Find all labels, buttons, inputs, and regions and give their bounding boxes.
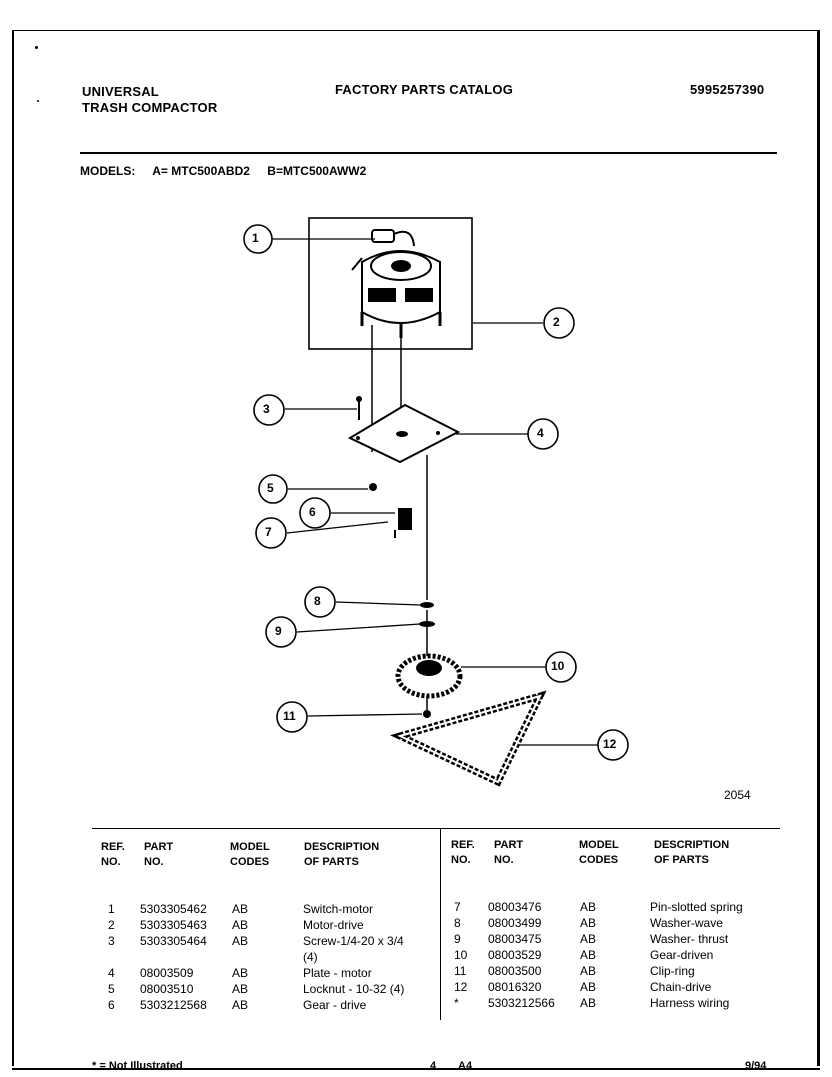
scan-speck	[37, 100, 39, 102]
cell-ref: 12	[454, 980, 468, 994]
exploded-parts-diagram	[243, 217, 629, 787]
header-ref-right: REF.NO.	[451, 839, 475, 866]
cell-part: 08003509	[140, 966, 194, 980]
page-number: 4	[430, 1060, 437, 1072]
revision-date: 9/94	[745, 1060, 767, 1072]
cell-ref: 6	[108, 998, 115, 1012]
cell-part: 08003476	[488, 900, 542, 914]
cell-code: AB	[580, 996, 597, 1010]
page-frame	[12, 30, 820, 1066]
cell-ref: 8	[454, 916, 461, 930]
cell-code: AB	[232, 902, 249, 916]
table-divider	[440, 828, 441, 1020]
cell-desc: Chain-drive	[650, 980, 712, 994]
callout-1: 1	[252, 231, 259, 245]
model-a: A= MTC500ABD2	[152, 164, 250, 178]
catalog-title: FACTORY PARTS CATALOG	[335, 82, 514, 97]
cell-code: AB	[232, 934, 249, 948]
cell-desc: Pin-slotted spring	[650, 900, 743, 914]
callout-2: 2	[553, 315, 560, 329]
cell-ref: 11	[454, 964, 467, 978]
models-line: MODELS: A= MTC500ABD2 B=MTC500AWW2	[80, 164, 380, 178]
cell-part: 08003529	[488, 948, 542, 962]
callout-8: 8	[314, 594, 321, 608]
cell-part: 5303305464	[140, 934, 207, 948]
brand-line-1: UNIVERSAL	[82, 84, 159, 99]
cell-part: 08016320	[488, 980, 542, 994]
footnote: * = Not Illustrated	[92, 1060, 183, 1072]
cell-code: AB	[580, 900, 597, 914]
section-code: A4	[458, 1060, 473, 1072]
brand-line-2: TRASH COMPACTOR	[82, 100, 218, 115]
cell-part: 08003475	[488, 932, 542, 946]
cell-desc: Switch-motor	[303, 902, 374, 916]
callout-4: 4	[537, 426, 544, 440]
cell-ref: 4	[108, 966, 115, 980]
cell-part: 5303212566	[488, 996, 555, 1010]
cell-code: AB	[232, 982, 249, 996]
cell-desc: Clip-ring	[650, 964, 695, 978]
callout-7: 7	[265, 525, 272, 539]
drive-gear-drawing	[398, 508, 412, 530]
cell-desc: Plate - motor	[303, 966, 372, 980]
cell-part: 08003499	[488, 916, 542, 930]
cell-code: AB	[580, 916, 597, 930]
motor-assembly-box	[308, 217, 473, 350]
motor-drawing	[351, 229, 442, 338]
callout-5: 5	[267, 481, 274, 495]
cell-code: AB	[232, 998, 249, 1012]
callout-10: 10	[551, 659, 565, 673]
cell-desc: Motor-drive	[303, 918, 364, 932]
cell-ref: 3	[108, 934, 115, 948]
figure-number: 2054	[724, 788, 751, 802]
cell-part: 08003500	[488, 964, 542, 978]
cell-code: AB	[580, 948, 597, 962]
cell-part: 08003510	[140, 982, 194, 996]
cell-ref: 5	[108, 982, 115, 996]
cell-code: AB	[580, 932, 597, 946]
cell-desc: (4)	[303, 950, 318, 964]
cell-desc: Harness wiring	[650, 996, 730, 1010]
table-top-rule	[92, 828, 780, 829]
callout-6: 6	[309, 505, 316, 519]
cell-code: AB	[232, 918, 249, 932]
footer-rule	[12, 1068, 820, 1070]
header-rule	[80, 152, 777, 154]
cell-part: 5303212568	[140, 998, 207, 1012]
header-ref: REF.NO.	[101, 841, 125, 868]
cell-desc: Locknut - 10-32 (4)	[303, 982, 405, 996]
cell-desc: Washer- thrust	[650, 932, 729, 946]
callout-12: 12	[603, 737, 617, 751]
cell-part: 5303305462	[140, 902, 207, 916]
brand-block: UNIVERSAL TRASH COMPACTOR	[82, 84, 217, 116]
cell-ref: 10	[454, 948, 468, 962]
cell-desc: Gear-driven	[650, 948, 714, 962]
callout-9: 9	[275, 624, 282, 638]
callout-11: 11	[283, 709, 296, 723]
cell-ref: 1	[108, 902, 115, 916]
cell-ref: 2	[108, 918, 115, 932]
cell-desc: Gear - drive	[303, 998, 367, 1012]
cell-code: AB	[580, 980, 597, 994]
model-b: B=MTC500AWW2	[267, 164, 367, 178]
catalog-number: 5995257390	[690, 82, 765, 97]
scan-speck	[35, 46, 38, 49]
cell-ref: 9	[454, 932, 461, 946]
cell-code: AB	[232, 966, 249, 980]
callout-3: 3	[263, 402, 270, 416]
models-label: MODELS:	[80, 164, 136, 178]
cell-code: AB	[580, 964, 597, 978]
cell-desc: Washer-wave	[650, 916, 723, 930]
cell-part: 5303305463	[140, 918, 207, 932]
cell-ref: *	[454, 996, 459, 1010]
cell-desc: Screw-1/4-20 x 3/4	[303, 934, 404, 948]
cell-ref: 7	[454, 900, 461, 914]
